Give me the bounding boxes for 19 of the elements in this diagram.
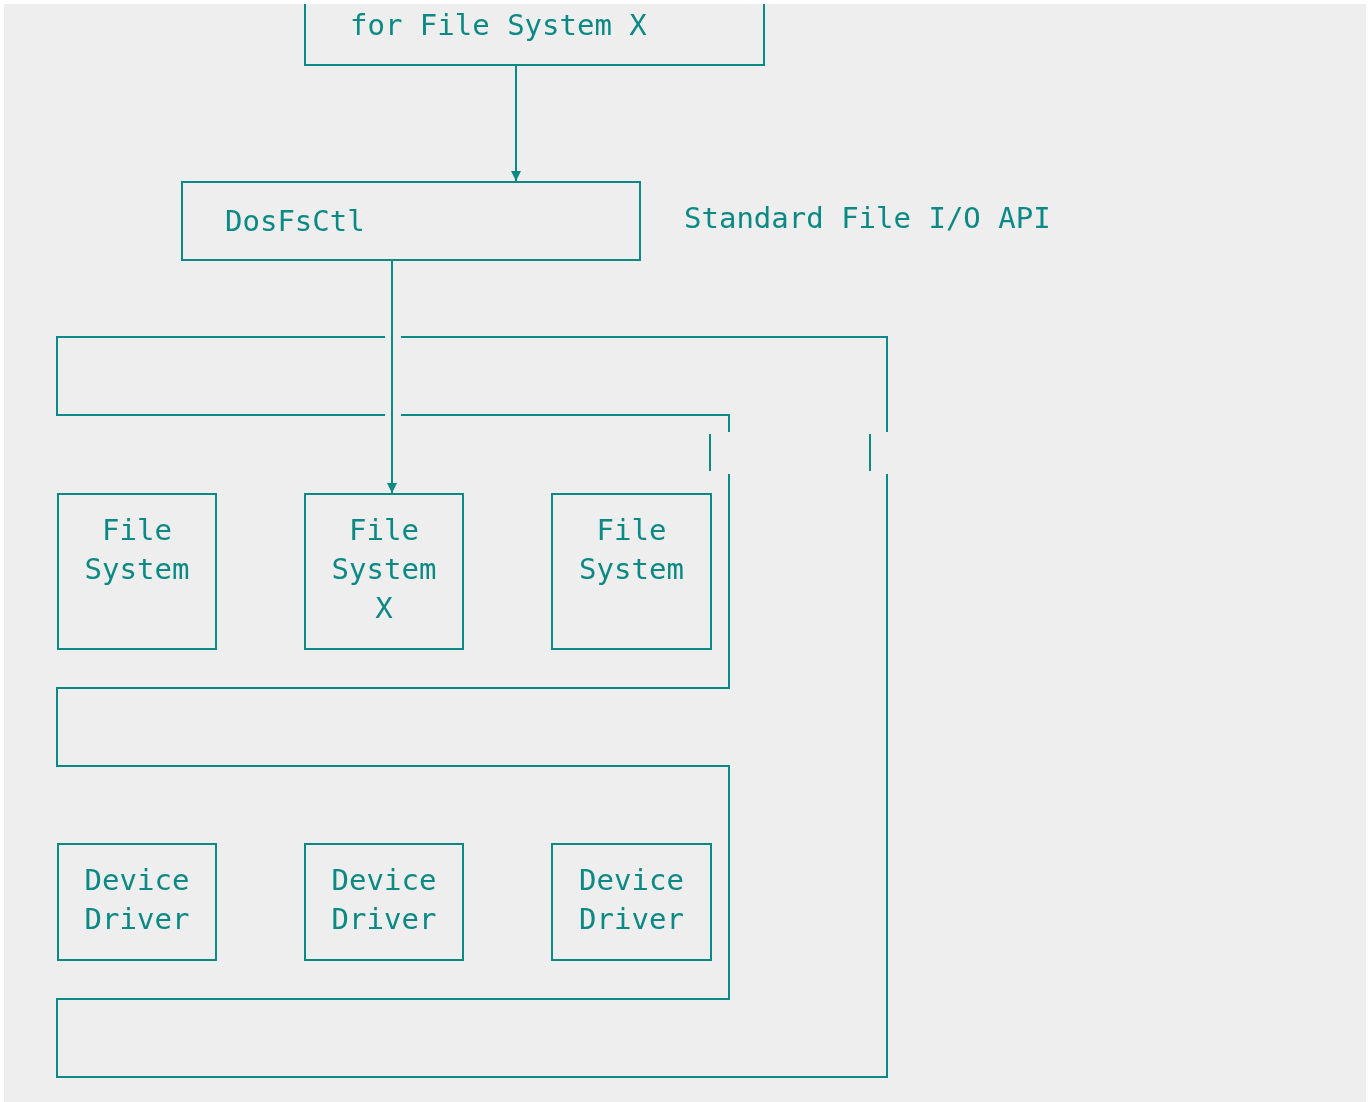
- box-label: Device Driver: [578, 862, 685, 938]
- process-box: [57, 843, 217, 961]
- box-label: File System X: [330, 512, 438, 627]
- box-label: Device Driver: [330, 862, 438, 938]
- box-label: DosFsCtl: [225, 202, 365, 240]
- process-box: [551, 493, 712, 650]
- process-box: [551, 843, 712, 961]
- box-label: Device Driver: [83, 862, 191, 938]
- side-note: Standard File I/O API: [684, 200, 1051, 237]
- box-label: File System: [578, 512, 685, 588]
- arrow: [387, 260, 397, 494]
- box-label: for File System X: [350, 6, 647, 44]
- process-box: [304, 843, 464, 961]
- process-box: [304, 4, 765, 66]
- arrow: [511, 65, 521, 182]
- box-label: File System: [83, 512, 191, 588]
- process-box: [181, 181, 641, 261]
- process-box: [304, 493, 464, 650]
- process-box: [57, 493, 217, 650]
